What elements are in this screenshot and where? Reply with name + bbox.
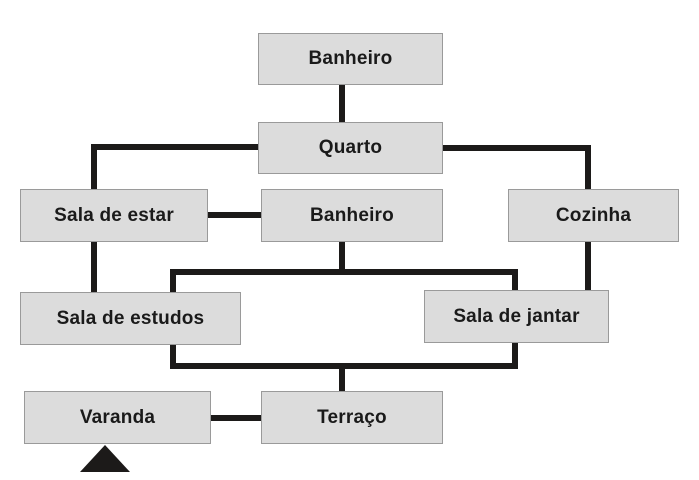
edge-quarto-cozinha-horizontal	[441, 145, 591, 151]
edge-bus-to-sala-de-jantar	[512, 269, 518, 293]
node-label: Terraço	[317, 406, 387, 428]
node-quarto[interactable]: Quarto	[258, 122, 443, 174]
node-label: Banheiro	[308, 48, 393, 69]
edge-sala-de-jantar-bottom-drop	[512, 341, 518, 369]
edge-varanda-terraco	[208, 415, 264, 421]
edge-sala-de-estar-banheiro-mid	[205, 212, 263, 218]
node-banheiro-mid[interactable]: Banheiro	[261, 189, 443, 242]
edge-bus-to-sala-de-estudos	[170, 269, 176, 295]
node-label: Sala de estudos	[56, 307, 205, 329]
edge-banheiro-top-quarto	[339, 84, 345, 124]
node-label: Cozinha	[555, 204, 632, 226]
node-varanda[interactable]: Varanda	[24, 391, 211, 444]
node-cozinha[interactable]: Cozinha	[508, 189, 679, 242]
node-label: Sala de jantar	[453, 305, 580, 327]
node-terraco[interactable]: Terraço	[261, 391, 443, 444]
entrance-triangle-icon	[80, 445, 130, 472]
node-label: Quarto	[318, 137, 383, 158]
edge-banheiro-mid-bus-horizontal	[170, 269, 518, 275]
edge-cozinha-sala-de-jantar	[585, 240, 591, 292]
node-label: Varanda	[79, 406, 156, 428]
edge-quarto-sala-de-estar-vertical	[91, 144, 97, 191]
node-sala-de-estar[interactable]: Sala de estar	[20, 189, 208, 242]
node-banheiro-top[interactable]: Banheiro	[258, 33, 443, 85]
node-sala-de-jantar[interactable]: Sala de jantar	[424, 290, 609, 343]
edge-sala-de-estudos-bottom-drop	[170, 343, 176, 369]
node-label: Banheiro	[310, 204, 394, 226]
edge-quarto-sala-de-estar-horizontal	[91, 144, 261, 150]
edge-bottom-bus-to-terraco	[339, 363, 345, 393]
node-sala-de-estudos[interactable]: Sala de estudos	[20, 292, 241, 345]
edge-sala-de-estar-sala-de-estudos	[91, 240, 97, 294]
edge-quarto-cozinha-vertical	[585, 145, 591, 191]
node-label: Sala de estar	[54, 204, 174, 226]
edge-banheiro-mid-bus-stem	[339, 240, 345, 274]
